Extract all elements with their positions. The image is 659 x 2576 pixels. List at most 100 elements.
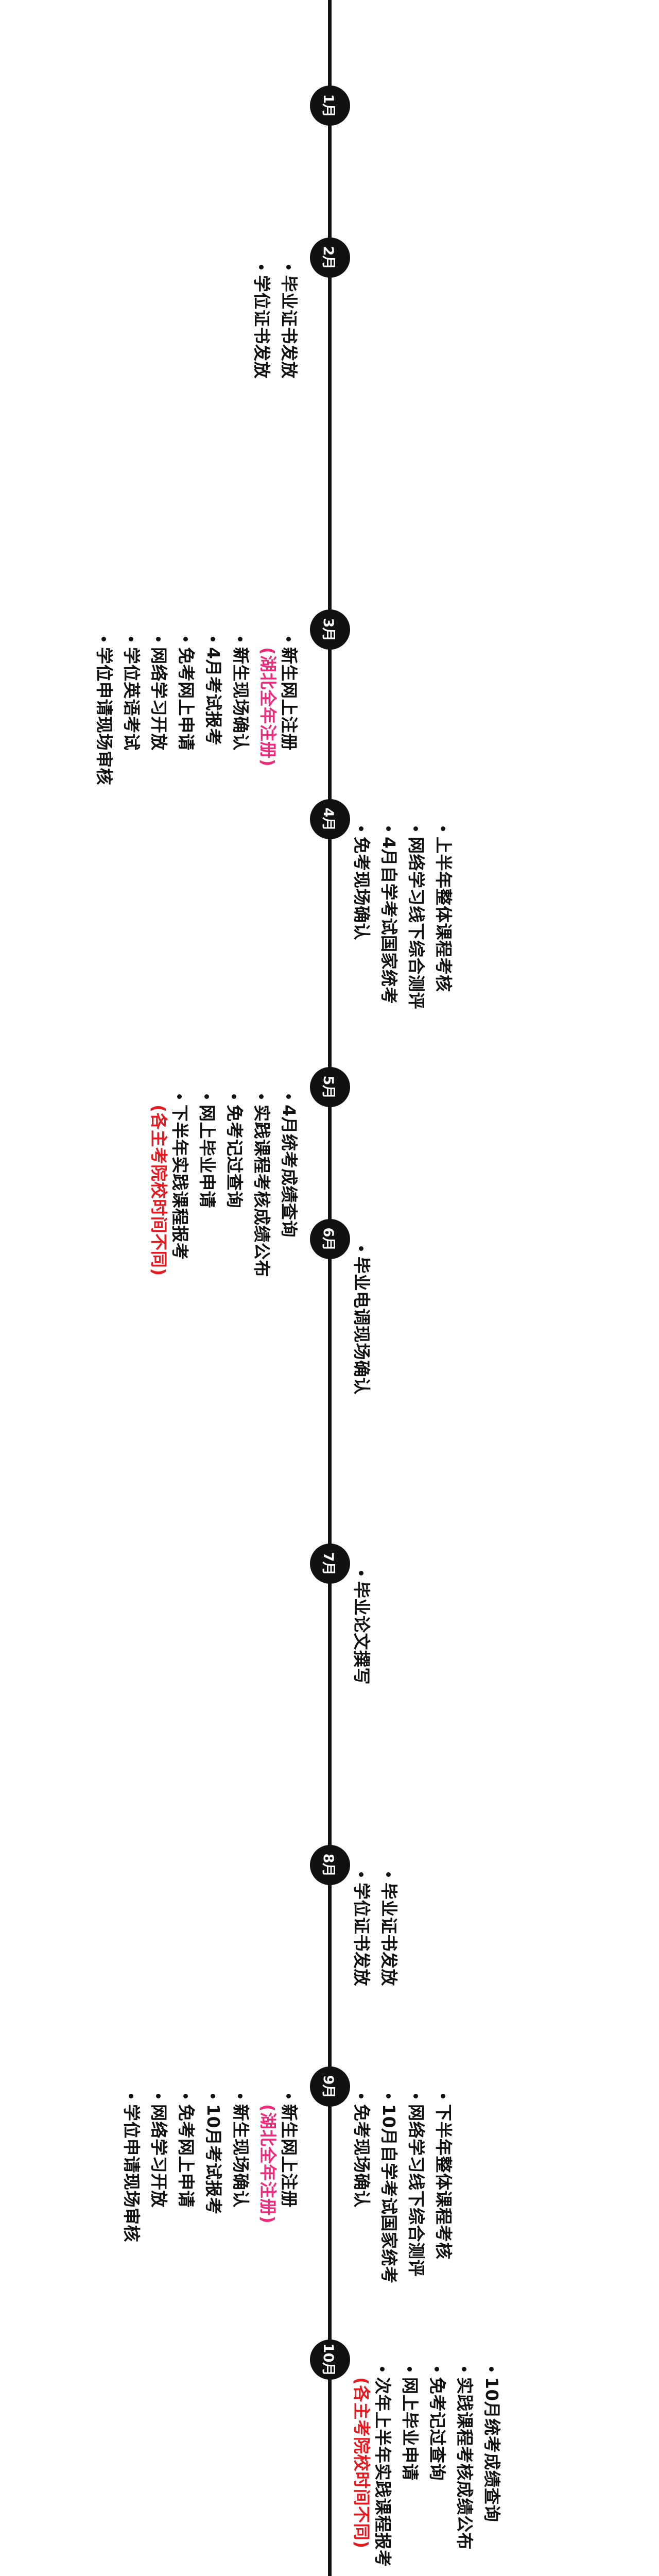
event-label: 学位申请现场审核 <box>94 647 115 785</box>
event-group-5月-below: 4月统考成绩查询实践课程考核成绩公布免考记过查询网上毕业申请下半年实践课程报考(… <box>141 1094 299 1383</box>
month-node-1月[interactable]: 1月 <box>310 86 350 126</box>
event-label: 4月考试报考 <box>203 647 224 745</box>
event-note: (湖北全年注册) <box>258 2104 279 2224</box>
bullet-icon <box>489 2367 494 2371</box>
event-item: 免考记过查询 <box>224 1094 245 1383</box>
event-note: (各主考院校时间不同) <box>351 2377 372 2549</box>
month-node-5月[interactable]: 5月 <box>310 1067 350 1107</box>
event-item: 网上毕业申请 <box>197 1094 217 1383</box>
event-item: 网络学习开放 <box>148 2094 169 2382</box>
event-label: 免考网上申请 <box>176 2104 197 2208</box>
event-label: 网络学习线下综合测评 <box>406 837 426 1009</box>
bullet-icon <box>238 2094 243 2098</box>
event-item: 免考现场确认 <box>351 826 372 1115</box>
bullet-icon <box>101 637 107 641</box>
event-label: 4月自学考试国家统考 <box>378 837 399 1004</box>
event-item: 下半年整体课程考核 <box>433 2094 454 2382</box>
bullet-icon <box>358 1571 363 1575</box>
event-label: 网络学习开放 <box>149 647 169 751</box>
event-label: 免考记过查询 <box>427 2377 447 2481</box>
bullet-icon <box>204 1094 210 1099</box>
event-label: 上半年整体课程考核 <box>433 837 454 992</box>
bullet-icon <box>461 2367 466 2371</box>
bullet-icon <box>407 2367 412 2371</box>
event-label: 学位申请现场审核 <box>122 2104 142 2242</box>
event-label: 学位证书发放 <box>252 275 272 379</box>
event-group-7月-above: 毕业论文撰写 <box>344 1571 372 1859</box>
event-label: 新生现场确认 <box>231 2104 251 2208</box>
event-label: 下半年整体课程考核 <box>433 2104 454 2260</box>
bullet-icon <box>286 265 291 269</box>
month-node-7月[interactable]: 7月 <box>310 1544 350 1584</box>
bullet-icon <box>440 2094 445 2098</box>
event-item: 免考现场确认 <box>351 2094 372 2382</box>
event-label: 10月自学考试国家统考 <box>378 2104 399 2284</box>
event-item: 下半年实践课程报考(各主考院校时间不同) <box>148 1094 190 1383</box>
event-label: 网上毕业申请 <box>400 2377 420 2481</box>
event-item: 网上毕业申请 <box>400 2367 420 2576</box>
event-note: (湖北全年注册) <box>258 647 279 767</box>
event-group-2月-below: 毕业证书发放学位证书发放 <box>244 265 299 553</box>
event-item: 10月考试报考 <box>203 2094 223 2382</box>
bullet-icon <box>183 637 188 641</box>
event-label: 毕业证书发放 <box>378 1883 399 1986</box>
bullet-icon <box>286 2094 291 2098</box>
event-item: 网络学习线下综合测评 <box>406 2094 426 2382</box>
event-label: 新生现场确认 <box>231 647 251 751</box>
bullet-icon <box>434 2367 439 2371</box>
month-node-9月[interactable]: 9月 <box>310 2066 350 2107</box>
event-label: 毕业电调现场确认 <box>351 1257 372 1395</box>
event-item: 学位申请现场审核 <box>121 2094 142 2382</box>
month-node-3月[interactable]: 3月 <box>310 609 350 650</box>
event-label: 次年上半年实践课程报考(各主考院校时间不同) <box>351 2377 393 2567</box>
event-item: 毕业论文撰写 <box>351 1571 372 1859</box>
bullet-icon <box>259 1094 264 1099</box>
month-node-6月[interactable]: 6月 <box>310 1219 350 1259</box>
bullet-icon <box>358 1872 363 1877</box>
event-label: 10月统考成绩查询 <box>481 2377 502 2522</box>
event-label: 实践课程考核成绩公布 <box>454 2377 475 2550</box>
bullet-icon <box>386 826 391 831</box>
event-label: 网络学习开放 <box>149 2104 169 2208</box>
event-note: (各主考院校时间不同) <box>149 1105 169 1276</box>
bullet-icon <box>379 2367 385 2371</box>
event-item: 新生现场确认 <box>230 637 251 925</box>
month-node-4月[interactable]: 4月 <box>310 799 350 839</box>
event-group-6月-above: 毕业电调现场确认 <box>344 1246 372 1535</box>
event-item: 上半年整体课程考核 <box>433 826 454 1115</box>
bullet-icon <box>358 2094 363 2098</box>
month-node-8月[interactable]: 8月 <box>310 1845 350 1885</box>
event-item: 4月考试报考 <box>203 637 223 925</box>
bullet-icon <box>413 2094 418 2098</box>
event-item: 学位证书发放 <box>251 265 272 553</box>
bullet-icon <box>129 2094 134 2098</box>
event-item: 免考网上申请 <box>176 637 196 925</box>
event-label: 下半年实践课程报考(各主考院校时间不同) <box>149 1105 190 1276</box>
event-item: 10月统考成绩查询 <box>481 2367 502 2576</box>
bullet-icon <box>413 826 418 831</box>
event-label: 10月考试报考 <box>203 2104 224 2215</box>
event-label: 免考现场确认 <box>351 2104 372 2208</box>
event-item: 学位英语考试 <box>121 637 142 925</box>
event-label: 学位英语考试 <box>122 647 142 751</box>
bullet-icon <box>183 2094 188 2098</box>
timeline-axis <box>328 0 332 2576</box>
bullet-icon <box>156 637 161 641</box>
event-label: 网上毕业申请 <box>197 1105 218 1208</box>
month-node-10月[interactable]: 10月 <box>310 2340 350 2380</box>
event-item: 新生现场确认 <box>230 2094 251 2382</box>
event-group-10月-above: 10月统考成绩查询实践课程考核成绩公布免考记过查询网上毕业申请次年上半年实践课程… <box>344 2367 502 2576</box>
bullet-icon <box>286 637 291 641</box>
bullet-icon <box>238 637 243 641</box>
event-item: 4月自学考试国家统考 <box>378 826 399 1115</box>
bullet-icon <box>177 1094 182 1099</box>
event-label: 免考网上申请 <box>176 647 197 751</box>
event-label: 毕业证书发放 <box>279 275 299 379</box>
event-item: 次年上半年实践课程报考(各主考院校时间不同) <box>351 2367 393 2576</box>
event-group-4月-above: 上半年整体课程考核网络学习线下综合测评 4月自学考试国家统考免考现场确认 <box>344 826 454 1115</box>
month-node-2月[interactable]: 2月 <box>310 238 350 278</box>
event-item: 网络学习线下综合测评 <box>406 826 426 1115</box>
event-group-9月-above: 下半年整体课程考核网络学习线下综合测评 10月自学考试国家统考免考现场确认 <box>344 2094 454 2382</box>
